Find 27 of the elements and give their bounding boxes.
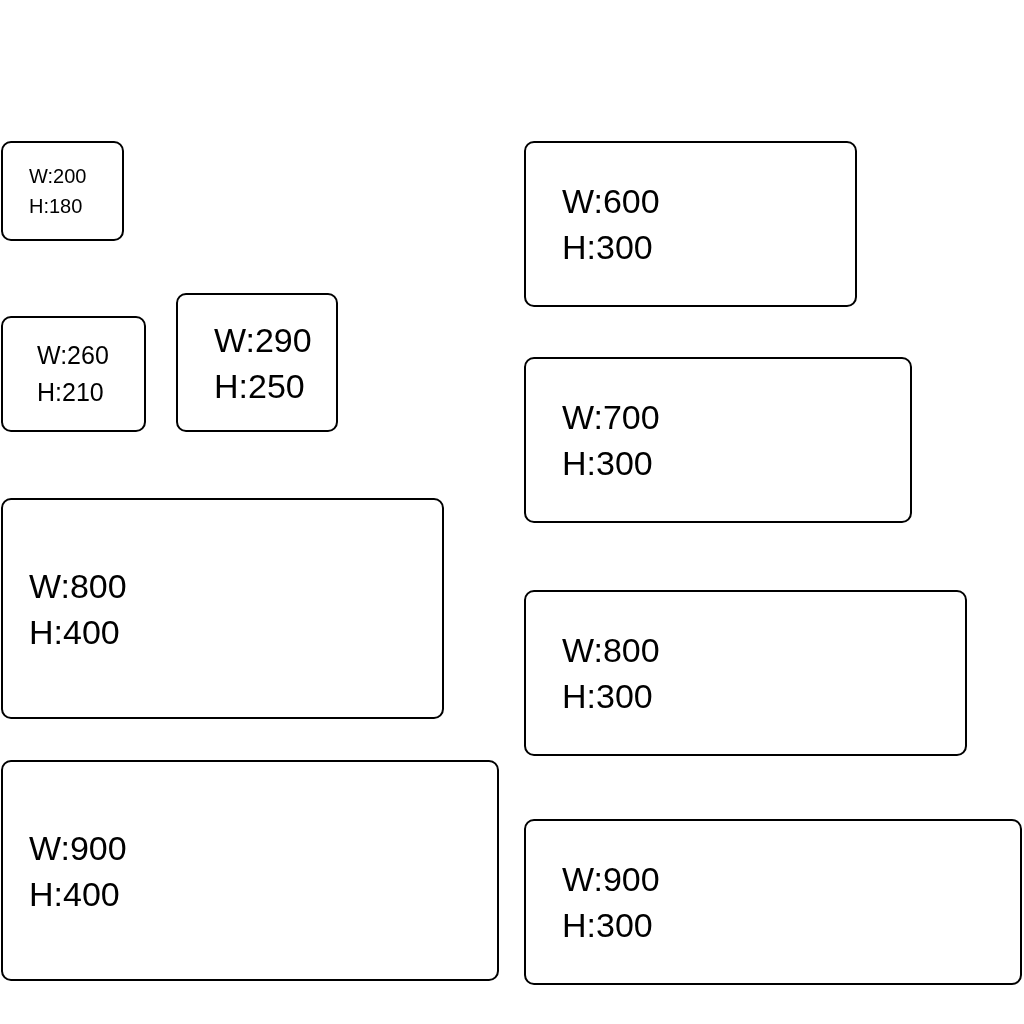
dimension-text: W:900 — [562, 861, 661, 897]
dimension-text: W:200 — [29, 164, 88, 188]
dimension-text: H:300 — [562, 445, 654, 481]
dimension-text: W:800 — [562, 632, 661, 668]
size-box — [1, 760, 499, 981]
size-box — [1, 141, 124, 241]
dimension-text: W:700 — [562, 399, 661, 435]
dimension-text: H:180 — [29, 194, 84, 218]
dimension-text: H:210 — [37, 379, 105, 406]
dimension-text: H:300 — [562, 907, 654, 943]
dimension-text: W:290 — [214, 321, 313, 358]
dimension-text: H:300 — [562, 229, 654, 265]
dimension-text: H:250 — [214, 367, 306, 404]
dimension-text: W:260 — [37, 342, 110, 369]
size-box — [524, 819, 1022, 985]
size-box — [524, 357, 912, 523]
dimension-text: H:400 — [29, 613, 121, 650]
dimension-text: W:800 — [29, 567, 128, 604]
dimension-text: H:400 — [29, 875, 121, 912]
size-box — [524, 590, 967, 756]
size-box — [1, 498, 444, 719]
size-box — [176, 293, 338, 432]
dimension-text: H:300 — [562, 678, 654, 714]
dimension-text: W:900 — [29, 829, 128, 866]
size-box — [1, 316, 146, 432]
dimension-text: W:600 — [562, 183, 661, 219]
size-box — [524, 141, 857, 307]
